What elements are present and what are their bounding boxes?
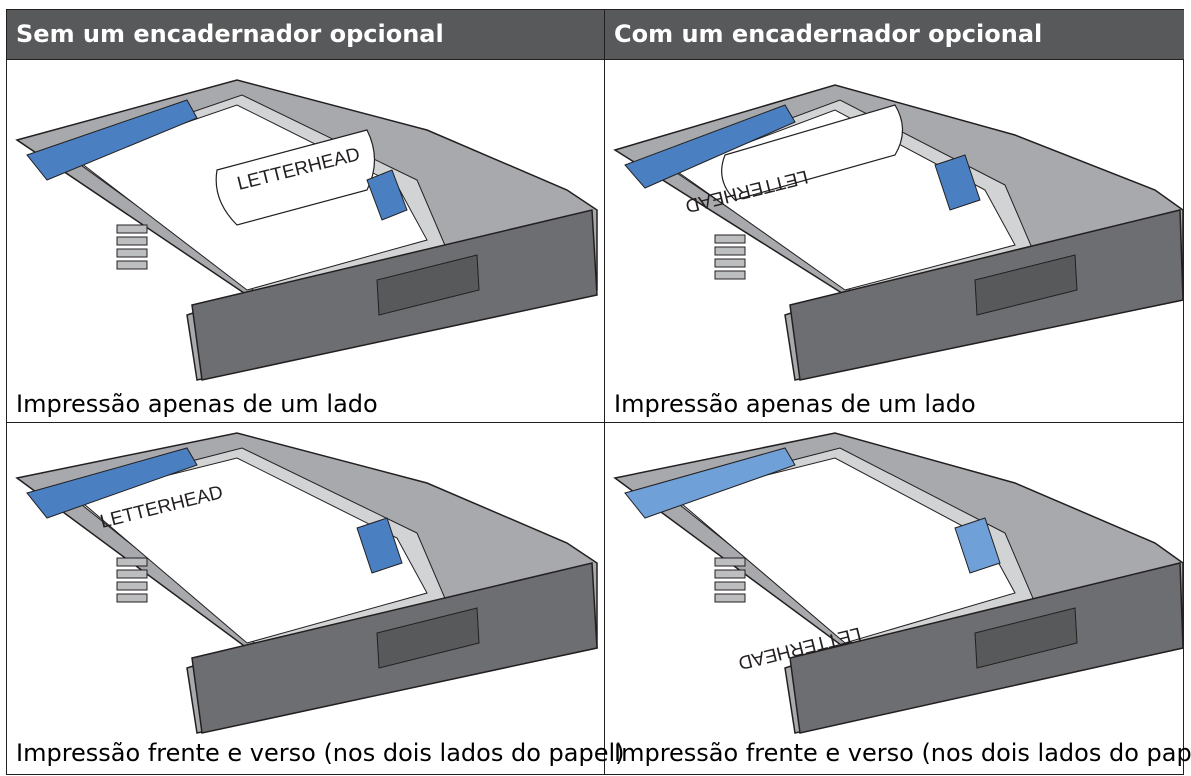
column-divider (604, 10, 605, 774)
paper-loading-table: Sem um encadernador opcional Com um enca… (6, 9, 1191, 775)
caption: Impressão apenas de um lado (614, 390, 976, 418)
cell-duplex-without-finisher: LETTERHEAD Impressão frente e verso (nos… (7, 423, 625, 774)
cell-simplex-with-finisher: LETTERHEAD Impressão apenas de um lado (605, 60, 1184, 422)
tray-illustration: LETTERHEAD (15, 432, 598, 734)
tray-illustration: LETTERHEAD (613, 84, 1184, 381)
header-divider (7, 59, 1183, 60)
header-without-finisher: Sem um encadernador opcional (7, 10, 604, 59)
row-divider (7, 422, 1183, 423)
caption: Impressão apenas de um lado (16, 390, 378, 418)
cell-duplex-with-finisher: LETTERHEAD Impressão frente e verso (nos… (605, 423, 1191, 774)
caption: Impressão frente e verso (nos dois lados… (614, 739, 1191, 767)
caption: Impressão frente e verso (nos dois lados… (16, 739, 625, 767)
cell-simplex-without-finisher: LETTERHEAD Impressão apenas de um lado (7, 60, 604, 422)
tray-illustration: LETTERHEAD (613, 432, 1184, 734)
header-with-finisher: Com um encadernador opcional (605, 10, 1184, 59)
tray-illustration: LETTERHEAD (15, 79, 598, 381)
